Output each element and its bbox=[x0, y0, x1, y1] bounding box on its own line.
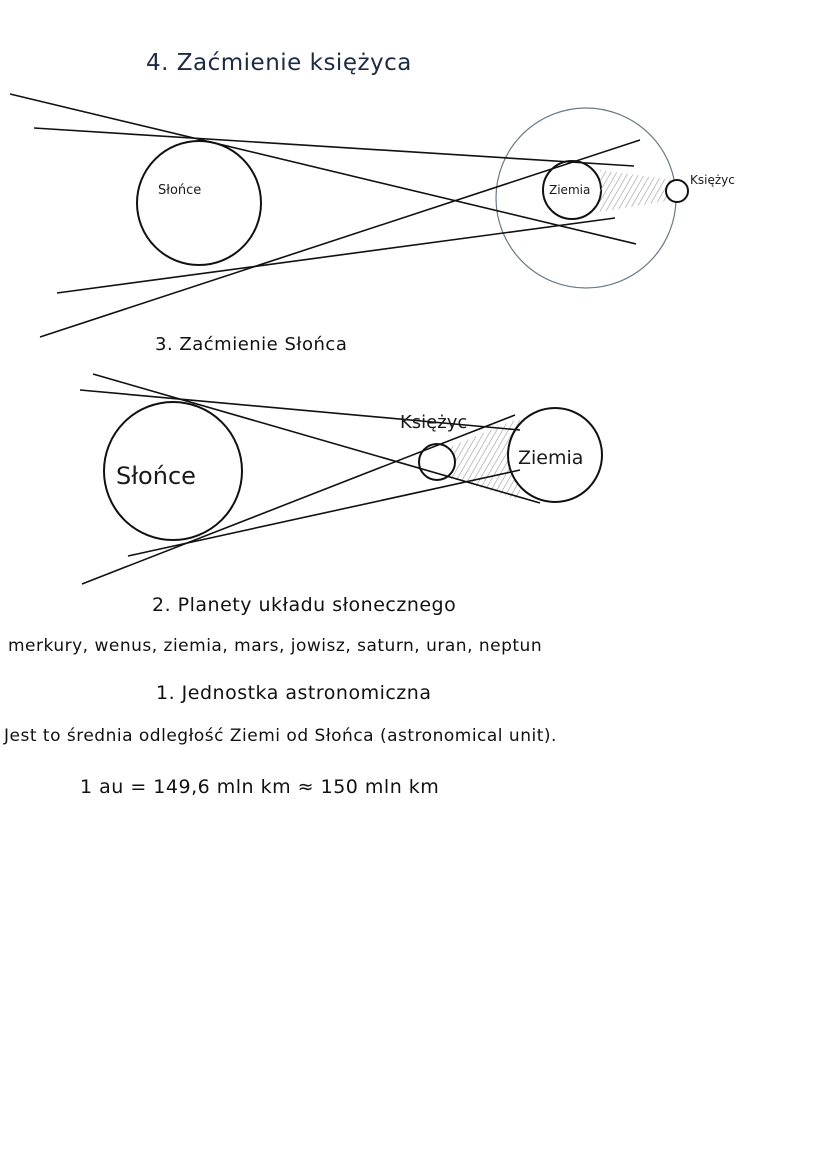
au-title: 1. Jednostka astronomiczna bbox=[156, 682, 432, 704]
lunar-eclipse-diagram: Słońce Ziemia Księżyc bbox=[9, 93, 735, 338]
ray-line bbox=[81, 414, 516, 585]
au-formula: 1 au = 149,6 mln km ≈ 150 mln km bbox=[80, 776, 440, 798]
ray-line bbox=[56, 217, 616, 294]
ray-line bbox=[39, 139, 641, 338]
planets-list: merkury, wenus, ziemia, mars, jowisz, sa… bbox=[8, 636, 543, 656]
eclipse-diagrams: Słońce Ziemia Księżyc Słońce Księżyc Zie… bbox=[9, 93, 735, 585]
solar-sun-label: Słońce bbox=[116, 462, 196, 490]
moon-circle bbox=[665, 179, 689, 203]
solar-eclipse-title: 3. Zaćmienie Słońca bbox=[155, 334, 348, 355]
earth-shadow bbox=[600, 170, 672, 212]
ray-line bbox=[79, 389, 521, 431]
earth-circle bbox=[507, 407, 603, 503]
ray-line bbox=[9, 93, 637, 245]
ray-line bbox=[127, 469, 521, 557]
lunar-earth-label: Ziemia bbox=[549, 183, 590, 197]
moon-circle bbox=[418, 443, 456, 481]
planets-title: 2. Planety układu słonecznego bbox=[152, 594, 457, 616]
solar-earth-label: Ziemia bbox=[518, 447, 583, 469]
solar-eclipse-diagram: Słońce Księżyc Ziemia bbox=[79, 373, 603, 585]
sun-circle bbox=[103, 401, 243, 541]
lunar-sun-label: Słońce bbox=[158, 183, 201, 198]
ray-line bbox=[33, 127, 635, 167]
au-definition: Jest to średnia odległość Ziemi od Słońc… bbox=[4, 726, 557, 746]
moon-shadow bbox=[450, 418, 520, 500]
solar-moon-label: Księżyc bbox=[400, 412, 467, 433]
lunar-moon-label: Księżyc bbox=[690, 173, 735, 187]
sun-circle bbox=[136, 140, 262, 266]
lunar-eclipse-title: 4. Zaćmienie księżyca bbox=[146, 50, 412, 76]
